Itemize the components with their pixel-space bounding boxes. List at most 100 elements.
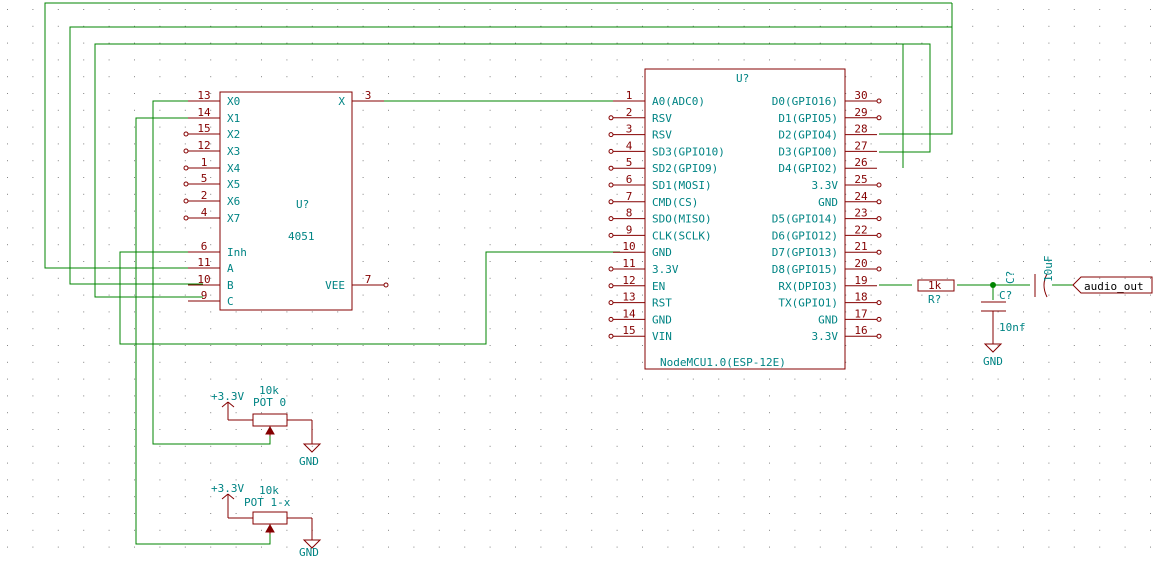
- wire-select-a[interactable]: [44, 2, 952, 269]
- pin-right[interactable]: 28 D2(GPIO4): [778, 123, 877, 142]
- pin-number: 6: [201, 240, 208, 253]
- wire-pot0[interactable]: [152, 100, 271, 445]
- pin-number: 10: [622, 240, 635, 253]
- pot1-value: 10k: [259, 484, 279, 497]
- wires: [44, 2, 1073, 545]
- pin-number: 1: [201, 156, 208, 169]
- capacitor-10uf[interactable]: C? 10uF: [1004, 256, 1055, 298]
- pin-name: X7: [227, 212, 240, 225]
- wire-select-c[interactable]: [94, 43, 931, 298]
- pin-right[interactable]: 29 D1(GPIO5): [778, 106, 882, 125]
- mcu-value: NodeMCU1.0(ESP-12E): [660, 356, 786, 369]
- pin-name: 3.3V: [812, 330, 839, 343]
- pin-name: X: [338, 95, 345, 108]
- pin-name: TX(GPIO1): [778, 297, 838, 310]
- pin-name: SD2(GPIO9): [652, 162, 718, 175]
- pin-name: RSV: [652, 112, 672, 125]
- pin-number: 15: [197, 122, 210, 135]
- pin-right[interactable]: 20 D8(GPIO15): [772, 257, 882, 276]
- pin-number: 19: [854, 274, 867, 287]
- mux-ref: U?: [296, 198, 309, 211]
- grid-dots: [7, 9, 1151, 548]
- pin-name: GND: [652, 313, 672, 326]
- mcu-ref: U?: [736, 72, 749, 85]
- pin-right[interactable]: 163.3V: [812, 324, 882, 343]
- net-label-audio-out[interactable]: audio_out: [1072, 276, 1153, 294]
- pin-number: 14: [197, 106, 211, 119]
- pin-name: A0(ADC0): [652, 95, 705, 108]
- pin-number: 28: [854, 123, 867, 136]
- wire-inh-gnd[interactable]: [119, 251, 620, 345]
- pot-1[interactable]: +3.3V 10k POT 1-x GND: [211, 482, 322, 559]
- pin-name: D8(GPIO15): [772, 263, 838, 276]
- pin-name: X3: [227, 145, 240, 158]
- resistor-value: 1k: [928, 279, 942, 292]
- audio-out-text: audio_out: [1084, 280, 1144, 293]
- capacitor-10nf[interactable]: C? 10nf GND: [981, 289, 1026, 368]
- pin-number: 7: [365, 273, 372, 286]
- pin-name: D1(GPIO5): [778, 112, 838, 125]
- pin-number: 6: [626, 173, 633, 186]
- pin-name: 3.3V: [812, 179, 839, 192]
- pin-number: 20: [854, 257, 867, 270]
- wire-select-b[interactable]: [69, 26, 953, 285]
- resistor-r[interactable]: 1k R?: [917, 279, 955, 306]
- wire-select-d4[interactable]: [902, 43, 905, 168]
- pin-number: 24: [854, 190, 868, 203]
- wire-pot1[interactable]: [135, 117, 271, 545]
- pin-name: C: [227, 295, 234, 308]
- pin-right[interactable]: 253.3V: [812, 173, 882, 192]
- pin-number: 3: [626, 123, 633, 136]
- pin-name: D4(GPIO2): [778, 162, 838, 175]
- pin-number: 5: [201, 172, 208, 185]
- pot-0[interactable]: +3.3V 10k POT 0 GND: [211, 384, 322, 468]
- pin-name: D6(GPIO12): [772, 229, 838, 242]
- pin-name: CMD(CS): [652, 196, 698, 209]
- pin-right[interactable]: 3X: [338, 89, 384, 108]
- pin-name: D2(GPIO4): [778, 129, 838, 142]
- pot0-value: 10k: [259, 384, 279, 397]
- pin-number: 29: [854, 106, 867, 119]
